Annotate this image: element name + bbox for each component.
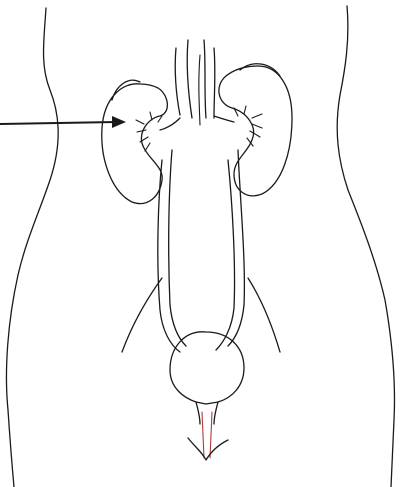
vena-cava-left-wall: [204, 40, 206, 118]
urethra-left: [202, 412, 204, 458]
left-renal-vessel: [214, 116, 234, 122]
right-ureter-inner: [169, 150, 186, 346]
body-outline-left: [6, 8, 58, 487]
body-outline-right: [337, 6, 394, 487]
pelvic-line-right: [248, 278, 280, 352]
great-vessels: [175, 40, 215, 125]
pointer-arrow: [0, 116, 126, 128]
right-kidney-outline: [102, 84, 168, 204]
bladder-neck-left: [196, 402, 200, 424]
left-ureter-inner: [216, 160, 235, 350]
right-renal-vessel: [160, 118, 180, 130]
urethra-right: [210, 412, 212, 458]
aorta-left-wall: [175, 48, 180, 115]
adrenal-glands: [112, 64, 280, 100]
bladder-outline: [170, 332, 244, 404]
body-outline: [6, 6, 394, 487]
pelvic-floor-curve: [188, 438, 228, 460]
vena-cava-right-wall: [214, 48, 215, 118]
pointer-arrow-head: [112, 116, 126, 128]
vessel-inner-line: [199, 55, 200, 125]
bladder-neck-right: [214, 402, 218, 424]
right-kidney-calyces: [136, 112, 162, 151]
urethra: [202, 412, 212, 458]
pelvic-line-left: [122, 278, 162, 352]
right-kidney: [102, 84, 180, 204]
left-kidney: [214, 66, 292, 196]
pelvic-floor: [188, 438, 228, 460]
ureters: [158, 150, 245, 352]
bladder: [170, 332, 244, 424]
left-kidney-calyces: [234, 106, 262, 146]
aorta-right-wall: [187, 40, 192, 118]
pelvic-lines: [122, 278, 280, 352]
pointer-arrow-shaft: [0, 122, 116, 124]
